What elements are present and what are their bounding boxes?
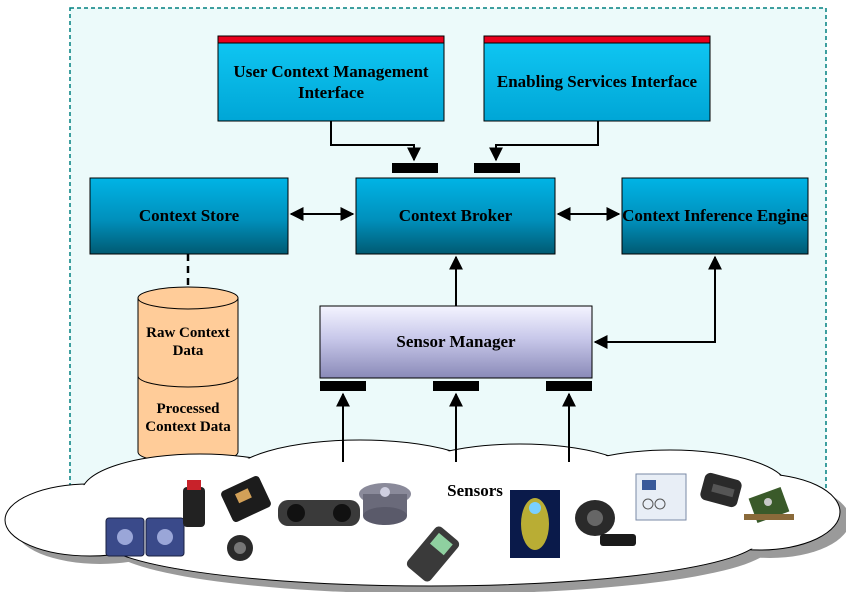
motion-sensor-device	[105, 517, 185, 557]
enabling-services-interface-box	[483, 35, 711, 122]
context-inference-engine-box	[621, 177, 809, 255]
stereo-camera-device	[278, 500, 360, 526]
sensor-manager-box	[319, 305, 593, 379]
interface-bar	[483, 35, 711, 44]
proximity-sensor-device	[221, 476, 271, 522]
circuit-board-device	[744, 486, 794, 524]
broker-port-left	[392, 163, 438, 173]
webcam-device	[575, 500, 636, 546]
inference-manager-arrow	[593, 255, 722, 349]
sensor-card-device	[635, 473, 687, 521]
user-context-interface-box	[217, 35, 445, 122]
interface-bar	[217, 35, 445, 44]
wireless-node-device	[510, 490, 560, 558]
handheld-reader-device	[406, 526, 460, 582]
database-cylinder	[137, 286, 239, 464]
accelerometer-device	[700, 472, 742, 508]
broker-port-right	[474, 163, 520, 173]
round-sensor-device	[227, 535, 253, 561]
rotary-sensor-device	[359, 483, 411, 525]
sensor-port-right	[546, 381, 592, 391]
context-broker-box	[355, 177, 556, 255]
services-interface-connector	[489, 121, 599, 162]
user-interface-connector	[330, 121, 421, 162]
sensor-port-left	[320, 381, 366, 391]
sensor-port-middle	[433, 381, 479, 391]
cylindrical-sensor-device	[183, 480, 205, 527]
context-store-box	[89, 177, 289, 255]
database-divider	[137, 375, 239, 388]
